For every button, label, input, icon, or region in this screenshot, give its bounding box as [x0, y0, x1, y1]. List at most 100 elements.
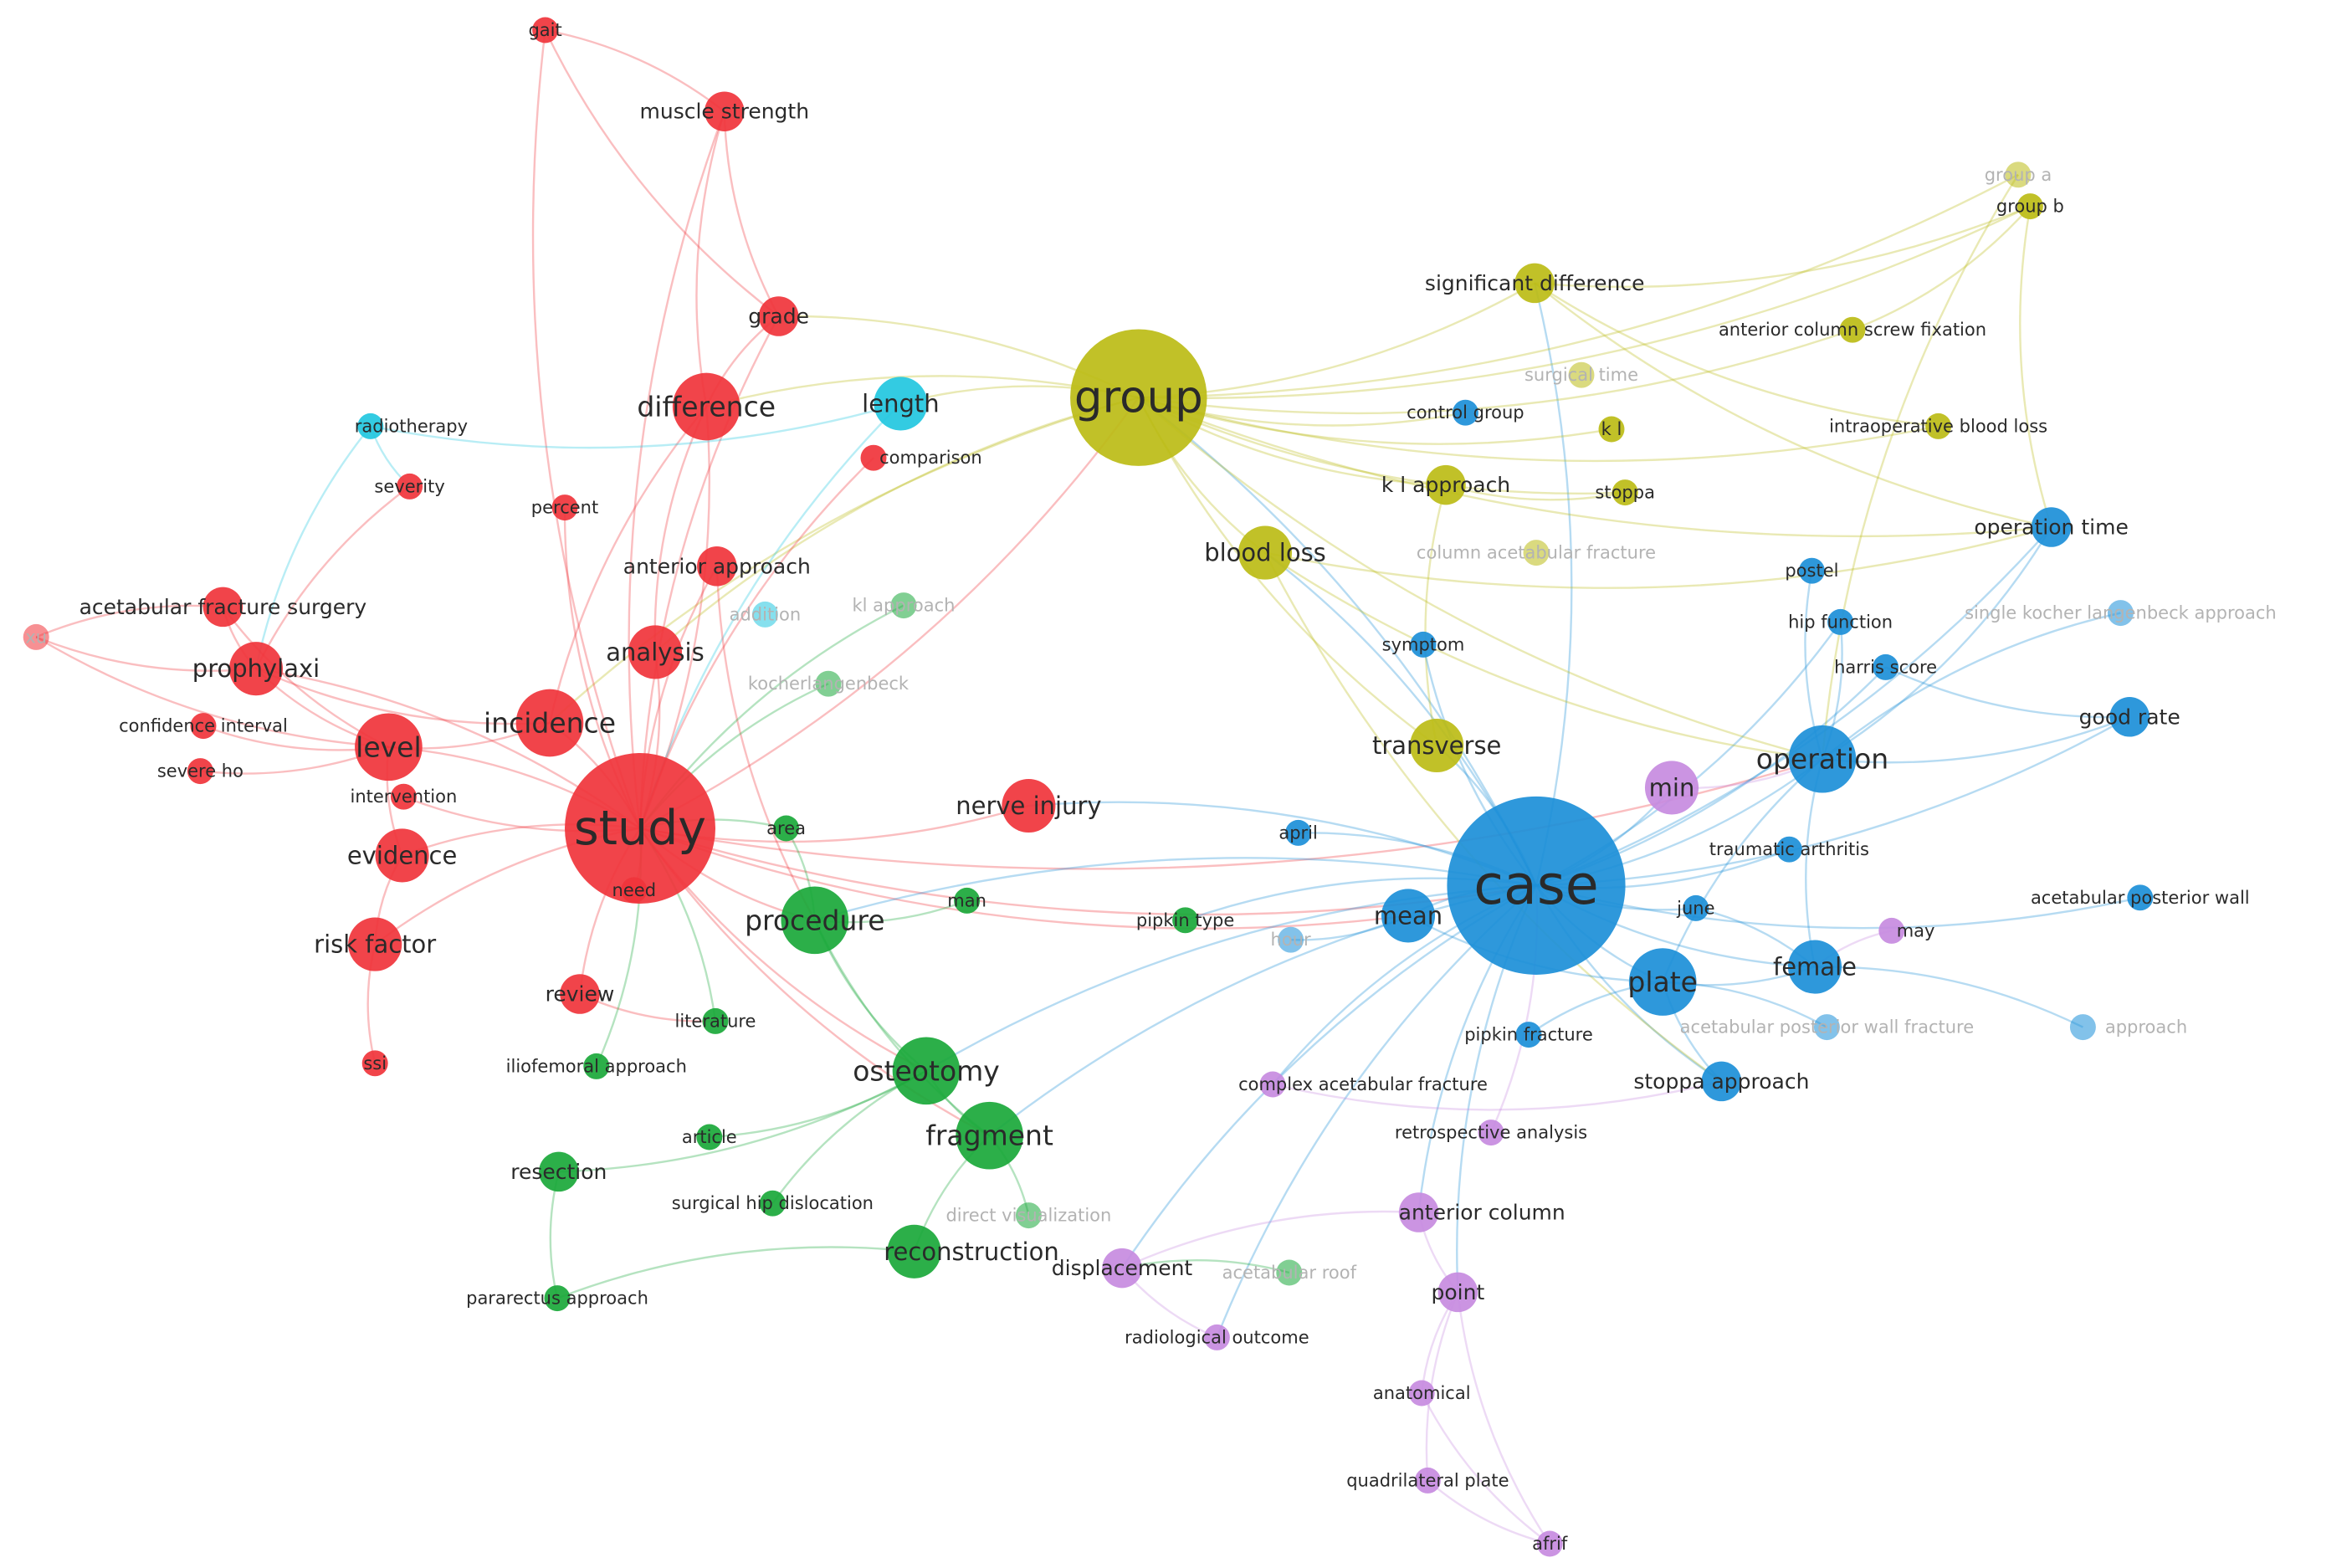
node-plate[interactable] — [1628, 948, 1697, 1016]
node-muscle-strength[interactable] — [705, 91, 745, 131]
node-review[interactable] — [560, 974, 600, 1014]
node-severe-ho[interactable] — [187, 758, 213, 785]
node-case[interactable] — [1447, 796, 1626, 975]
node-quadrilateral-plate[interactable] — [1414, 1467, 1441, 1494]
node-pipkin-fracture[interactable] — [1515, 1022, 1542, 1048]
node-incidence[interactable] — [515, 689, 584, 757]
node-severity[interactable] — [397, 473, 423, 500]
link-group--stoppa — [1138, 397, 1626, 494]
node-analysis[interactable] — [628, 625, 683, 679]
node-iliofemoral-approach[interactable] — [583, 1053, 610, 1079]
node-group[interactable] — [1070, 329, 1207, 466]
node-significant-difference[interactable] — [1514, 263, 1555, 304]
label-direct-visualization: direct visualization — [945, 1206, 1111, 1226]
node-good-rate[interactable] — [2109, 697, 2150, 737]
node-resection[interactable] — [539, 1151, 579, 1192]
node-nerve-injury[interactable] — [1002, 778, 1056, 833]
node-acetabular-fracture-surgery[interactable] — [202, 587, 243, 628]
node-anatomical[interactable] — [1408, 1380, 1435, 1407]
node-acetabular-roof[interactable] — [1276, 1259, 1303, 1286]
node-min[interactable] — [1644, 761, 1699, 815]
node-point[interactable] — [1437, 1272, 1478, 1313]
node-area[interactable] — [773, 815, 800, 842]
node-afrif[interactable] — [1536, 1530, 1563, 1557]
node-control-group[interactable] — [1452, 399, 1478, 426]
node-direct-visualization[interactable] — [1015, 1202, 1042, 1229]
node-group-b[interactable] — [2016, 193, 2043, 220]
node-percent[interactable] — [551, 494, 578, 521]
node-blood-loss[interactable] — [1237, 525, 1293, 580]
node-evidence[interactable] — [375, 828, 429, 883]
node-april[interactable] — [1285, 819, 1312, 846]
node-pararectus-approach[interactable] — [544, 1285, 571, 1312]
node-fragment[interactable] — [956, 1101, 1023, 1170]
node-harris-score[interactable] — [1873, 653, 1899, 680]
link-radiotherapy--prophylaxi — [254, 425, 372, 669]
node-operation-time[interactable] — [2031, 507, 2072, 547]
node-anterior-column-screw-fixation[interactable] — [1839, 316, 1866, 343]
node-single-kocher-langenbeck-approach[interactable] — [2107, 600, 2134, 627]
node-risk-factor[interactable] — [348, 917, 402, 971]
node-anterior-column[interactable] — [1398, 1192, 1439, 1232]
node-surgical-hip-dislocation[interactable] — [759, 1190, 786, 1217]
node-intraoperative-blood-loss[interactable] — [1925, 412, 1952, 439]
node-hip-function[interactable] — [1827, 608, 1854, 635]
node-article[interactable] — [696, 1124, 723, 1150]
label-iliofemoral-approach: iliofemoral approach — [506, 1056, 687, 1076]
label-acetabular-fracture-surgery: acetabular fracture surgery — [79, 595, 367, 619]
node-length[interactable] — [874, 377, 928, 431]
node-group-a[interactable] — [2005, 161, 2032, 188]
node-k-l[interactable] — [1598, 416, 1625, 443]
node-complex-acetabular-fracture[interactable] — [1259, 1071, 1286, 1098]
node-mean[interactable] — [1381, 889, 1436, 943]
node-procedure[interactable] — [781, 886, 849, 955]
node-confidence-interval[interactable] — [190, 713, 217, 740]
node-kocherlangenbeck[interactable] — [815, 670, 842, 697]
node-retrospective-analysis[interactable] — [1478, 1120, 1504, 1146]
node-operation[interactable] — [1788, 725, 1857, 793]
node-acetabular-posterior-wall-fracture[interactable] — [1813, 1014, 1840, 1041]
node-approach[interactable] — [2069, 1014, 2096, 1041]
node-displacement[interactable] — [1102, 1248, 1142, 1289]
node-grade[interactable] — [758, 296, 799, 336]
node-acetabular-posterior-wall[interactable] — [2127, 884, 2154, 911]
node-radiological-outcome[interactable] — [1203, 1324, 1230, 1350]
node-kl-approach[interactable] — [890, 592, 917, 619]
node-osteotomy[interactable] — [892, 1037, 961, 1105]
node-radiotherapy[interactable] — [357, 412, 384, 439]
node-comparison[interactable] — [860, 444, 887, 471]
node-june[interactable] — [1683, 894, 1709, 921]
link-xu--prophylaxi — [35, 636, 257, 672]
node-need[interactable] — [621, 877, 648, 904]
node-xu[interactable] — [23, 623, 49, 650]
label-need: need — [612, 880, 656, 900]
label-significant-difference: significant difference — [1425, 271, 1645, 295]
node-may[interactable] — [1878, 917, 1905, 944]
node-column-acetabular-fracture[interactable] — [1523, 540, 1550, 566]
node-postel[interactable] — [1798, 557, 1825, 584]
node-female[interactable] — [1787, 940, 1842, 994]
node-hour[interactable] — [1278, 926, 1304, 953]
node-addition[interactable] — [751, 601, 778, 628]
node-stoppa-approach[interactable] — [1701, 1061, 1742, 1102]
node-surgical-time[interactable] — [1568, 361, 1595, 388]
node-ssi[interactable] — [361, 1050, 388, 1077]
node-difference[interactable] — [672, 372, 740, 441]
node-pipkin-type[interactable] — [1172, 907, 1199, 934]
label-stoppa: stoppa — [1595, 483, 1655, 503]
node-symptom[interactable] — [1410, 631, 1437, 658]
node-reconstruction[interactable] — [887, 1224, 941, 1278]
link-gait--grade — [544, 29, 780, 317]
node-anterior-approach[interactable] — [697, 546, 737, 587]
node-prophylaxi[interactable] — [228, 642, 284, 696]
node-k-l-approach[interactable] — [1426, 464, 1466, 505]
node-level[interactable] — [355, 713, 423, 781]
node-literature[interactable] — [702, 1007, 729, 1034]
node-intervention[interactable] — [390, 783, 417, 810]
node-traumatic-arthritis[interactable] — [1776, 836, 1802, 863]
node-stoppa[interactable] — [1612, 479, 1638, 506]
node-gait[interactable] — [532, 17, 559, 44]
node-study[interactable] — [565, 753, 715, 904]
node-transverse[interactable] — [1410, 718, 1464, 773]
node-man[interactable] — [954, 887, 981, 914]
